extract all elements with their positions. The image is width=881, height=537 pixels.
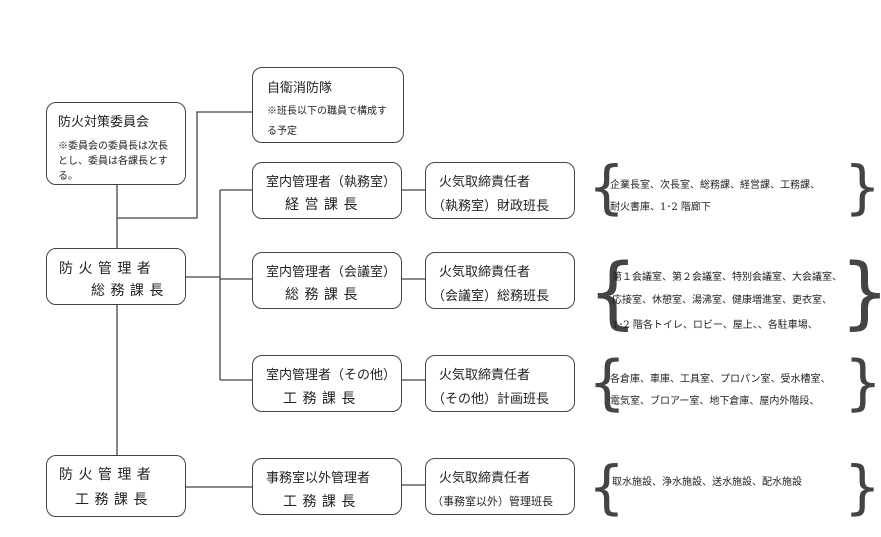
- fire-officer-meeting-box: 火気取締責任者 （会議室）総務班長: [425, 252, 575, 309]
- fire-officer-office-line1: 火気取締責任者: [439, 175, 531, 190]
- fire-officer-non-office-box: 火気取締責任者 （事務室以外）管理班長: [425, 458, 575, 515]
- fire-manager-engineering-box: 防 火 管 理 者 工 務 課 長: [46, 455, 186, 517]
- area-brace-left-1: {: [588, 153, 625, 221]
- area-other-line1: 各倉庫、車庫、工具室、プロパン室、受水槽室、: [610, 374, 831, 385]
- room-manager-office-line1: 室内管理者（執務室）: [266, 175, 397, 190]
- area-brace-left-4: {: [588, 453, 625, 521]
- fire-manager-2-line2: 工 務 課 長: [73, 489, 150, 509]
- fire-officer-non-office-line2: （事務室以外）管理班長: [432, 495, 553, 508]
- self-defense-fire-brigade-box: 自衛消防隊 ※班長以下の職員で構成す る予定: [252, 67, 404, 143]
- room-manager-meeting-line2: 総 務 課 長: [285, 287, 358, 303]
- room-manager-meeting-line1: 室内管理者（会議室）: [266, 265, 397, 280]
- area-brace-left-2: {: [588, 248, 638, 338]
- area-other-line2: 電気室、ブロアー室、地下倉庫、屋内外階段、: [610, 396, 820, 407]
- brigade-note-2: る予定: [267, 126, 297, 137]
- non-office-manager-box: 事務室以外管理者 工 務 課 長: [252, 458, 402, 515]
- area-meeting-line1: 第１会議室、第２会議室、特別会議室、大会議室、: [612, 272, 842, 283]
- area-meeting-line2: 応接室、休憩室、湯沸室、健康増進室、更衣室、: [612, 295, 832, 306]
- room-manager-office-box: 室内管理者（執務室） 経 営 課 長: [252, 162, 402, 219]
- area-brace-left-3: {: [588, 348, 627, 418]
- fire-manager-general-affairs-box: 防 火 管 理 者 総 務 課 長: [46, 248, 186, 305]
- non-office-manager-line1: 事務室以外管理者: [266, 471, 371, 486]
- fire-manager-1-line2: 総 務 課 長: [91, 283, 164, 299]
- committee-title: 防火対策委員会: [58, 115, 150, 130]
- fire-officer-non-office-line1: 火気取締責任者: [439, 471, 531, 486]
- fire-officer-office-box: 火気取締責任者 （執務室）財政班長: [425, 162, 575, 219]
- area-brace-right-2: }: [840, 248, 881, 338]
- fire-officer-other-line1: 火気取締責任者: [439, 368, 531, 383]
- area-brace-right-4: }: [844, 453, 881, 521]
- room-manager-other-line2: 工 務 課 長: [281, 388, 358, 408]
- fire-manager-2-line1: 防 火 管 理 者: [59, 467, 152, 483]
- room-manager-other-box: 室内管理者（その他） 工 務 課 長: [252, 355, 402, 412]
- committee-note-1: ※委員会の委員長は次長: [58, 141, 168, 152]
- room-manager-office-line2: 経 営 課 長: [285, 197, 358, 213]
- fire-officer-other-line2: （その他）計画班長: [432, 392, 550, 407]
- area-office-line2: 耐火書庫、1･2 階廊下: [610, 202, 711, 213]
- brigade-note-1: ※班長以下の職員で構成す: [267, 106, 387, 117]
- fire-officer-other-box: 火気取締責任者 （その他）計画班長: [425, 355, 575, 412]
- non-office-manager-line2: 工 務 課 長: [281, 491, 358, 511]
- committee-note-3: る。: [58, 171, 78, 182]
- area-non-office-line1: 取水施設、浄水施設、送水施設、配水施設: [612, 477, 802, 488]
- room-manager-other-line1: 室内管理者（その他）: [266, 368, 397, 383]
- area-meeting-line3: 1･2 階各トイレ、ロビー、屋上、、各駐車場、: [612, 320, 818, 331]
- fire-officer-meeting-line1: 火気取締責任者: [439, 265, 531, 280]
- brigade-title: 自衛消防隊: [267, 81, 333, 96]
- fire-officer-meeting-line2: （会議室）総務班長: [432, 289, 550, 304]
- fire-officer-office-line2: （執務室）財政班長: [432, 199, 550, 214]
- fire-manager-1-line1: 防 火 管 理 者: [59, 261, 152, 277]
- area-brace-right-1: }: [844, 153, 881, 221]
- committee-note-2: とし、委員は各課長とす: [58, 156, 168, 167]
- committee-box: 防火対策委員会 ※委員会の委員長は次長 とし、委員は各課長とす る。: [46, 102, 186, 185]
- area-office-line1: 企業長室、次長室、総務課、経営課、工務課、: [610, 180, 820, 191]
- room-manager-meeting-box: 室内管理者（会議室） 総 務 課 長: [252, 252, 402, 309]
- area-brace-right-3: }: [844, 348, 881, 418]
